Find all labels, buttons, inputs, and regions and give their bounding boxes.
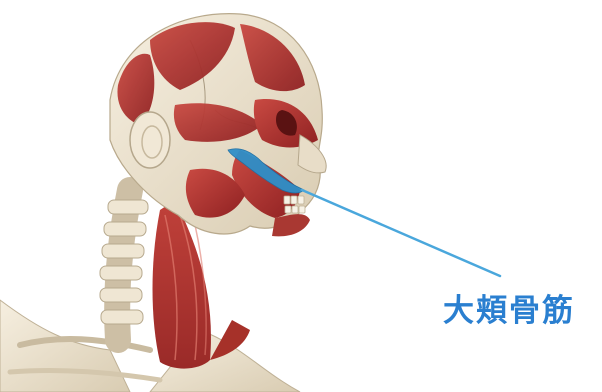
- label-pointer-line: [302, 190, 500, 276]
- cervical-spine: [100, 190, 148, 340]
- torso-skeleton: [0, 300, 300, 392]
- muscle-label: 大頬骨筋: [443, 296, 575, 327]
- ear: [130, 112, 170, 168]
